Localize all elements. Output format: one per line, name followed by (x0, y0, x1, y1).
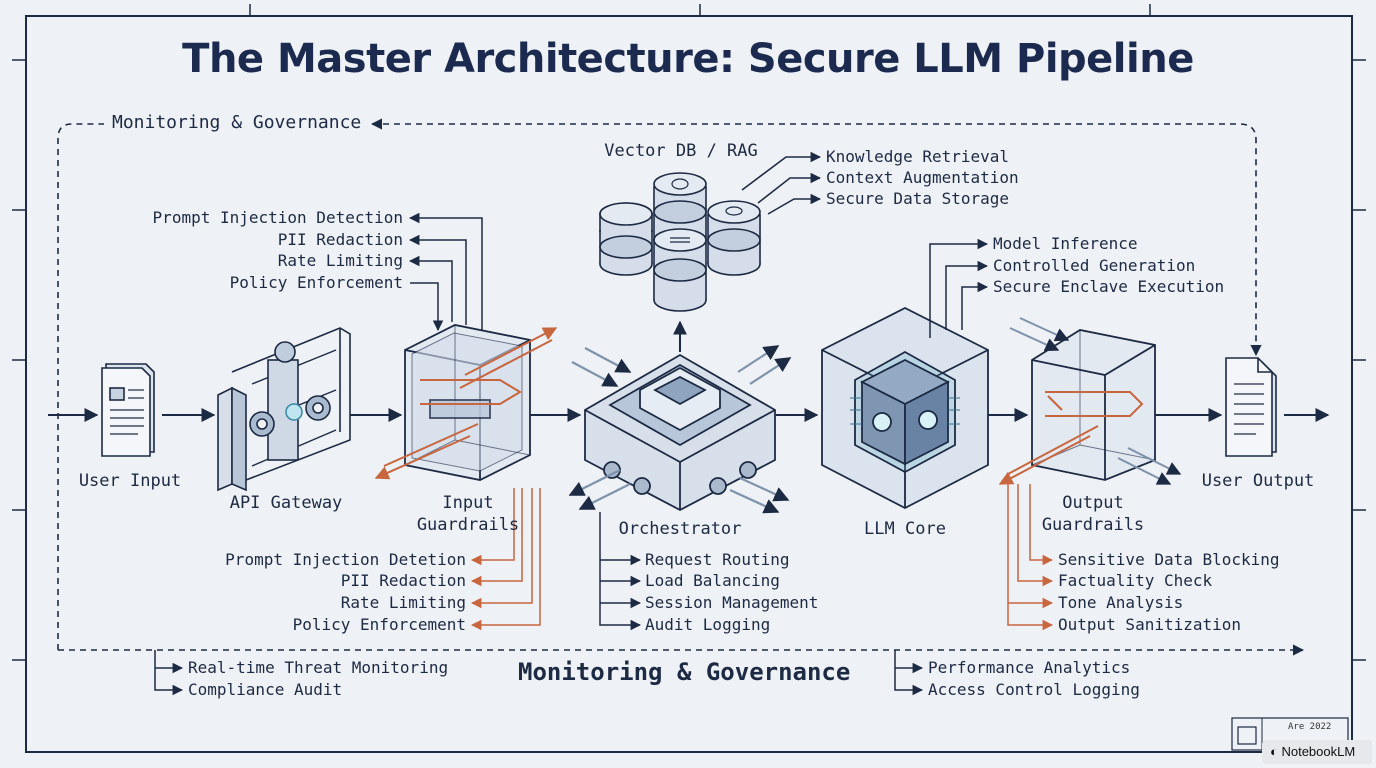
input-guardrails-scan-lines (374, 327, 558, 480)
user-input-label: User Input (78, 471, 182, 491)
output-guardrails-label-line1: Output (1062, 493, 1124, 513)
vector-db-label: Vector DB / RAG (604, 141, 758, 161)
llm-core-label: LLM Core (864, 519, 946, 539)
output-guard-item: Sensitive Data Blocking (1058, 550, 1280, 569)
stamp-text: Are 2022 (1288, 722, 1332, 732)
vector-db-item: Secure Data Storage (826, 189, 1010, 208)
monitoring-top-label: Monitoring & Governance (112, 112, 362, 133)
vector-db-icon (599, 172, 761, 312)
output-guardrails-scan-lines (998, 317, 1182, 485)
notebooklm-badge: ◐ NotebookLM (1262, 740, 1372, 764)
orchestrator-icon (584, 353, 776, 512)
llm-core-item: Model Inference (993, 234, 1138, 253)
input-guardrails-label-line2: Guardrails (416, 515, 520, 535)
output-guardrails-label: Output Guardrails (1025, 492, 1161, 536)
output-guardrails-cube (1031, 329, 1156, 481)
output-guard-item: Factuality Check (1058, 571, 1213, 590)
llm-core-item: Secure Enclave Execution (993, 277, 1225, 296)
badge-icon: ◐ (1270, 744, 1282, 759)
input-guard-top-item: Prompt Injection Detection (152, 208, 403, 227)
output-guard-item: Tone Analysis (1058, 593, 1184, 612)
page-title: The Master Architecture: Secure LLM Pipe… (182, 36, 1194, 82)
orchestrator-item: Request Routing (645, 550, 790, 569)
orchestrator-io-arrows (568, 345, 792, 514)
monitoring-loop (57, 118, 1305, 656)
vector-db-callout-arrows (741, 151, 822, 215)
input-guard-top-item: PII Redaction (277, 230, 403, 249)
orchestrator-callout-arrows (599, 512, 642, 631)
output-guard-item: Output Sanitization (1058, 615, 1242, 634)
orchestrator-label: Orchestrator (618, 519, 742, 539)
user-output-document-icon (1225, 357, 1277, 457)
monitor-footer-arrows (154, 650, 924, 696)
monitor-left-item: Real-time Threat Monitoring (188, 658, 449, 677)
orchestrator-item: Audit Logging (645, 615, 771, 634)
input-guardrails-cube (404, 324, 531, 481)
orchestrator-item: Load Balancing (645, 571, 780, 590)
api-gateway-label: API Gateway (229, 493, 343, 513)
output-guardrails-label-line2: Guardrails (1041, 515, 1145, 535)
vector-db-item: Context Augmentation (826, 168, 1019, 187)
input-guardrails-label-line1: Input (442, 493, 494, 513)
monitor-left-item: Compliance Audit (188, 680, 343, 699)
monitor-right-item: Access Control Logging (928, 680, 1140, 699)
llm-core-icon (821, 306, 989, 510)
input-guard-bottom-item: PII Redaction (340, 571, 466, 590)
llm-core-item: Controlled Generation (993, 256, 1196, 275)
monitoring-bottom-label: Monitoring & Governance (518, 658, 851, 686)
monitor-right-item: Performance Analytics (928, 658, 1131, 677)
main-flow (48, 320, 1330, 422)
input-guardrails-label: Input Guardrails (400, 492, 536, 536)
user-output-label: User Output (1201, 471, 1315, 491)
vector-db-item: Knowledge Retrieval (826, 147, 1010, 166)
orchestrator-item: Session Management (645, 593, 819, 612)
input-guard-bottom-item: Prompt Injection Detetion (225, 550, 466, 569)
input-guard-top-item: Rate Limiting (277, 251, 403, 270)
api-gateway-icon (217, 327, 351, 492)
output-guard-callout-arrows (1007, 484, 1054, 631)
input-guard-top-arrows (408, 212, 483, 332)
input-guard-top-item: Policy Enforcement (229, 273, 403, 292)
user-input-document-icon (101, 363, 155, 457)
badge-label: NotebookLM (1281, 744, 1356, 759)
border-frame (12, 4, 1366, 753)
input-guard-bottom-item: Policy Enforcement (292, 615, 466, 634)
input-guard-bottom-arrows (470, 488, 541, 631)
input-guard-bottom-item: Rate Limiting (340, 593, 466, 612)
llm-core-callout-arrows (929, 238, 989, 338)
